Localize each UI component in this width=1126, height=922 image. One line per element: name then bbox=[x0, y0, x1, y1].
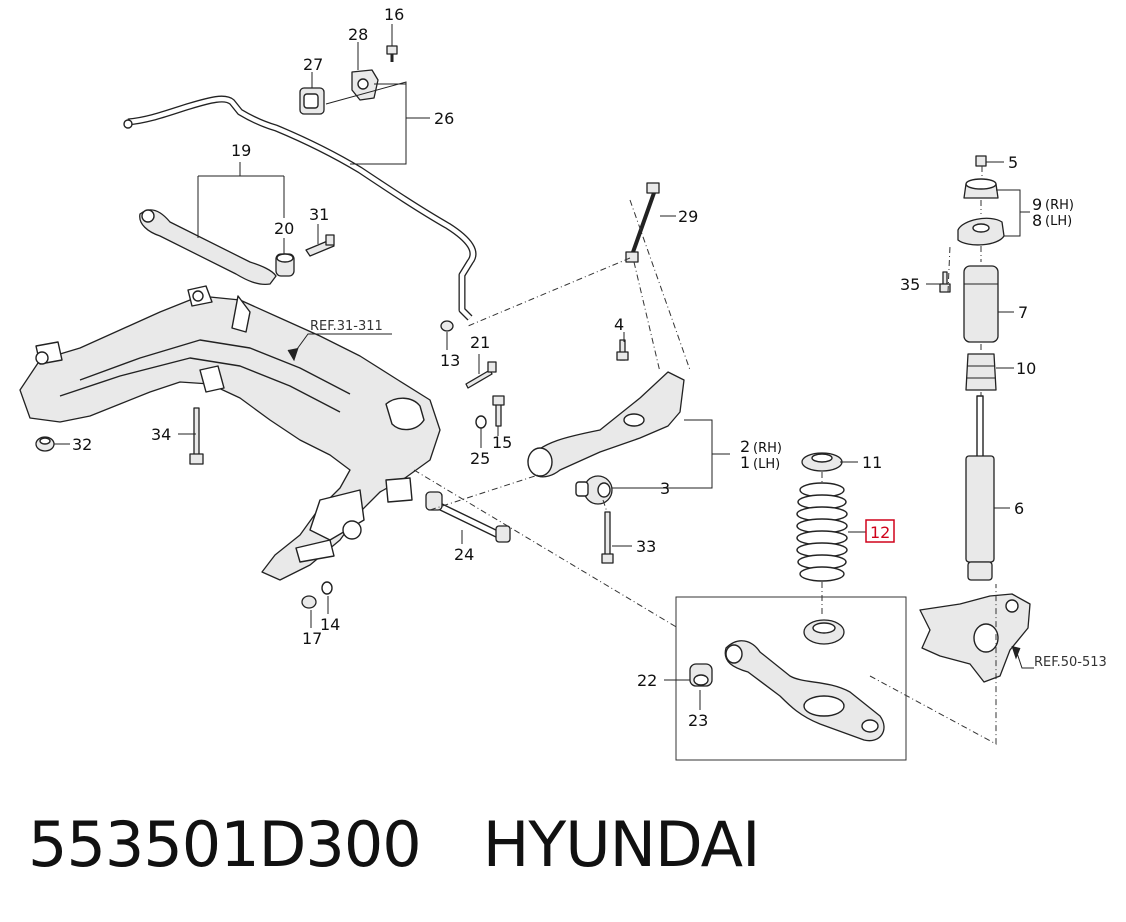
callout-4[interactable]: 4 bbox=[614, 315, 624, 334]
bolt-31 bbox=[305, 234, 335, 257]
lower-arm-kit-frame bbox=[675, 596, 907, 761]
stabilizer-bar bbox=[123, 95, 477, 321]
upper-mount-bracket bbox=[957, 217, 1005, 246]
shock-nut-5 bbox=[975, 155, 987, 167]
bolt-34 bbox=[189, 407, 204, 465]
bracket-bolt bbox=[386, 45, 398, 62]
callout-28[interactable]: 28 bbox=[348, 25, 368, 44]
callout-11[interactable]: 11 bbox=[862, 453, 882, 472]
trailing-arm-bushing bbox=[575, 475, 613, 505]
rear-subframe bbox=[19, 285, 441, 581]
callout-21[interactable]: 21 bbox=[470, 333, 490, 352]
shock-absorber bbox=[965, 395, 995, 581]
callout-8[interactable]: 8 bbox=[1032, 211, 1042, 230]
callout-19[interactable]: 19 bbox=[231, 141, 251, 160]
callout-10[interactable]: 10 bbox=[1016, 359, 1036, 378]
part-number: 553501D300 bbox=[28, 808, 422, 881]
assist-link bbox=[425, 491, 511, 543]
callout-7[interactable]: 7 bbox=[1018, 303, 1028, 322]
callout-8-suffix: (LH) bbox=[1045, 214, 1072, 229]
nut-17 bbox=[301, 595, 317, 609]
callout-9-suffix: (RH) bbox=[1045, 198, 1074, 213]
nut-32 bbox=[35, 436, 55, 452]
callout-6[interactable]: 6 bbox=[1014, 499, 1024, 518]
stabilizer-link bbox=[625, 182, 660, 263]
arm-bushing bbox=[275, 253, 295, 277]
callout-5[interactable]: 5 bbox=[1008, 153, 1018, 172]
bolt-33 bbox=[601, 511, 614, 564]
callout-9[interactable]: 9 bbox=[1032, 195, 1042, 214]
upper-mount-cap bbox=[963, 178, 999, 199]
callout-16[interactable]: 16 bbox=[384, 5, 404, 24]
brand-name: HYUNDAI bbox=[482, 808, 761, 881]
lower-control-arm bbox=[724, 640, 885, 742]
lower-arm-bushing bbox=[689, 663, 713, 687]
callout-27[interactable]: 27 bbox=[303, 55, 323, 74]
lower-spring-seat bbox=[803, 619, 845, 645]
callout-34[interactable]: 34 bbox=[151, 425, 171, 444]
trailing-arm bbox=[527, 371, 685, 478]
callout-29[interactable]: 29 bbox=[678, 207, 698, 226]
mount-bolt-35 bbox=[939, 271, 951, 293]
assembly-lines bbox=[413, 166, 997, 745]
callout-20[interactable]: 20 bbox=[274, 219, 294, 238]
washer-25 bbox=[475, 415, 487, 429]
washer-14 bbox=[321, 581, 333, 595]
callout-33[interactable]: 33 bbox=[636, 537, 656, 556]
dust-cover bbox=[963, 265, 999, 343]
rear-knuckle bbox=[919, 593, 1031, 683]
bump-stopper bbox=[965, 353, 997, 391]
callout-12[interactable]: 12 bbox=[870, 523, 890, 542]
callout-12-highlight bbox=[865, 519, 895, 543]
callout-17[interactable]: 17 bbox=[302, 629, 322, 648]
nut-13 bbox=[440, 320, 454, 332]
callout-35[interactable]: 35 bbox=[900, 275, 920, 294]
callout-2-suffix: (RH) bbox=[753, 441, 782, 456]
callout-15[interactable]: 15 bbox=[492, 433, 512, 452]
callout-3[interactable]: 3 bbox=[660, 479, 670, 498]
coil-spring bbox=[796, 482, 848, 582]
callout-2[interactable]: 2 bbox=[740, 437, 750, 456]
callout-32[interactable]: 32 bbox=[72, 435, 92, 454]
bolt-15 bbox=[492, 395, 505, 427]
callout-labels: 16 28 27 26 19 20 31 13 21 4 29 15 25 32… bbox=[72, 5, 1107, 730]
ref-knuckle[interactable]: REF.50-513 bbox=[1034, 655, 1107, 670]
callout-23[interactable]: 23 bbox=[688, 711, 708, 730]
part-caption: 553501D300 HYUNDAI bbox=[28, 808, 761, 881]
callout-22[interactable]: 22 bbox=[637, 671, 657, 690]
stabilizer-bushing bbox=[299, 87, 325, 115]
callout-1-suffix: (LH) bbox=[753, 457, 780, 472]
callout-31[interactable]: 31 bbox=[309, 205, 329, 224]
stabilizer-bracket bbox=[351, 69, 379, 101]
leader-lines bbox=[54, 24, 1034, 710]
callout-1[interactable]: 1 bbox=[740, 453, 750, 472]
bolt-21 bbox=[465, 361, 497, 389]
spring-upper-pad bbox=[801, 452, 843, 472]
callout-14[interactable]: 14 bbox=[320, 615, 340, 634]
callout-25[interactable]: 25 bbox=[470, 449, 490, 468]
ref-subframe[interactable]: REF.31-311 bbox=[310, 319, 383, 334]
bolt-4 bbox=[616, 339, 629, 361]
callout-26[interactable]: 26 bbox=[434, 109, 454, 128]
callout-24[interactable]: 24 bbox=[454, 545, 474, 564]
callout-13[interactable]: 13 bbox=[440, 351, 460, 370]
upper-control-arm bbox=[139, 209, 277, 286]
